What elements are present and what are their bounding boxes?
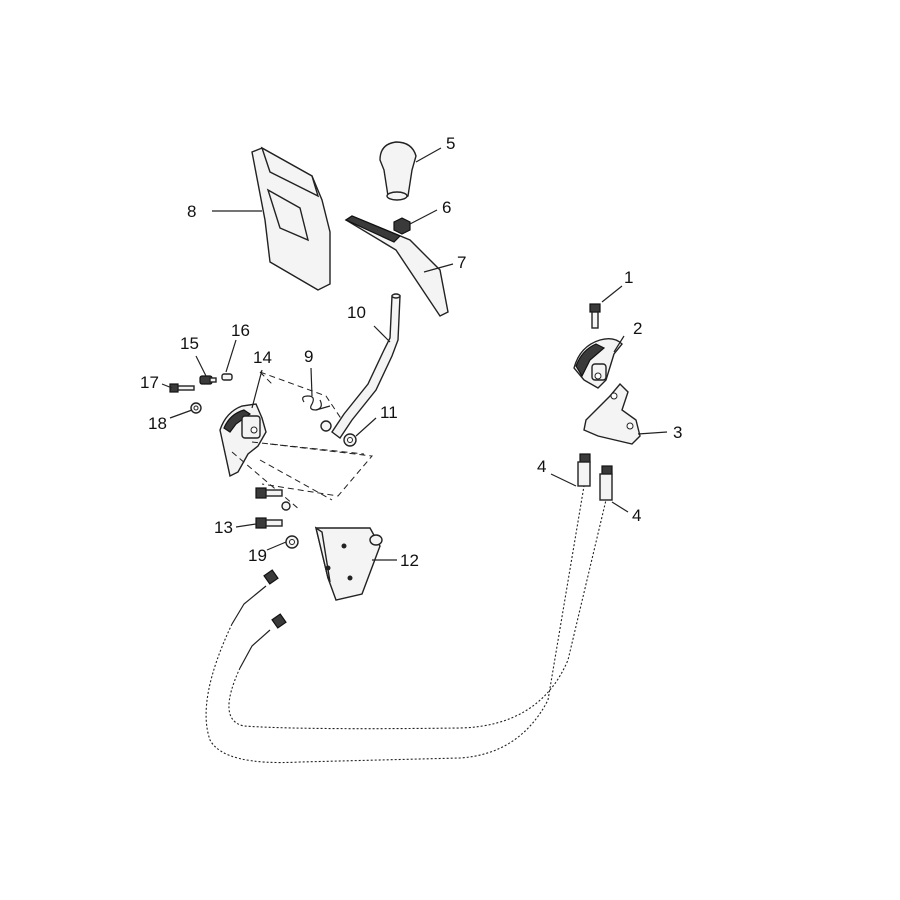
console-cover-part [251, 146, 331, 291]
bolt-13-part [255, 487, 291, 529]
callout-15: 15 [180, 334, 199, 353]
spring-part [302, 395, 331, 411]
callout-13: 13 [214, 518, 233, 537]
hardware-18-part [190, 402, 202, 414]
nut-part [393, 217, 411, 235]
cable-bracket-part [583, 382, 641, 445]
leader-lines [161, 147, 668, 561]
callout-19: 19 [248, 546, 267, 565]
callout-18: 18 [148, 414, 167, 433]
control-bracket-right-part [573, 337, 623, 389]
callout-4a: 4 [537, 457, 546, 476]
washer-19-part [285, 535, 299, 549]
callout-3: 3 [673, 423, 682, 442]
shift-rod-part [331, 293, 401, 440]
hardware-17-part [169, 383, 195, 393]
assembly-lines [231, 371, 373, 511]
callout-11: 11 [380, 403, 398, 422]
callout-9: 9 [304, 347, 313, 366]
callout-5: 5 [446, 134, 455, 153]
callout-labels: 5 6 7 8 1 2 3 4 4 10 9 11 12 13 19 14 15… [140, 134, 682, 570]
callout-2: 2 [633, 319, 642, 338]
callout-7: 7 [457, 253, 466, 272]
hardware-16-part [221, 373, 233, 381]
bolt-1-part [589, 303, 601, 329]
cable-loop [205, 485, 607, 764]
callout-4b: 4 [632, 506, 641, 525]
cable-end-left-part [231, 569, 287, 669]
shift-plate-part [344, 215, 449, 317]
cable-end-right-part [577, 453, 613, 501]
callout-1: 1 [624, 268, 633, 287]
washer-part [320, 420, 357, 447]
callout-17: 17 [140, 373, 159, 392]
knob-part [379, 141, 417, 201]
callout-8: 8 [187, 202, 196, 221]
mounting-bracket-part [314, 526, 383, 601]
callout-12: 12 [400, 551, 419, 570]
hardware-15-part [199, 375, 217, 385]
callout-14: 14 [253, 348, 272, 367]
callout-10: 10 [347, 303, 366, 322]
callout-6: 6 [442, 198, 451, 217]
callout-16: 16 [231, 321, 250, 340]
control-bracket-left-part [219, 403, 267, 478]
